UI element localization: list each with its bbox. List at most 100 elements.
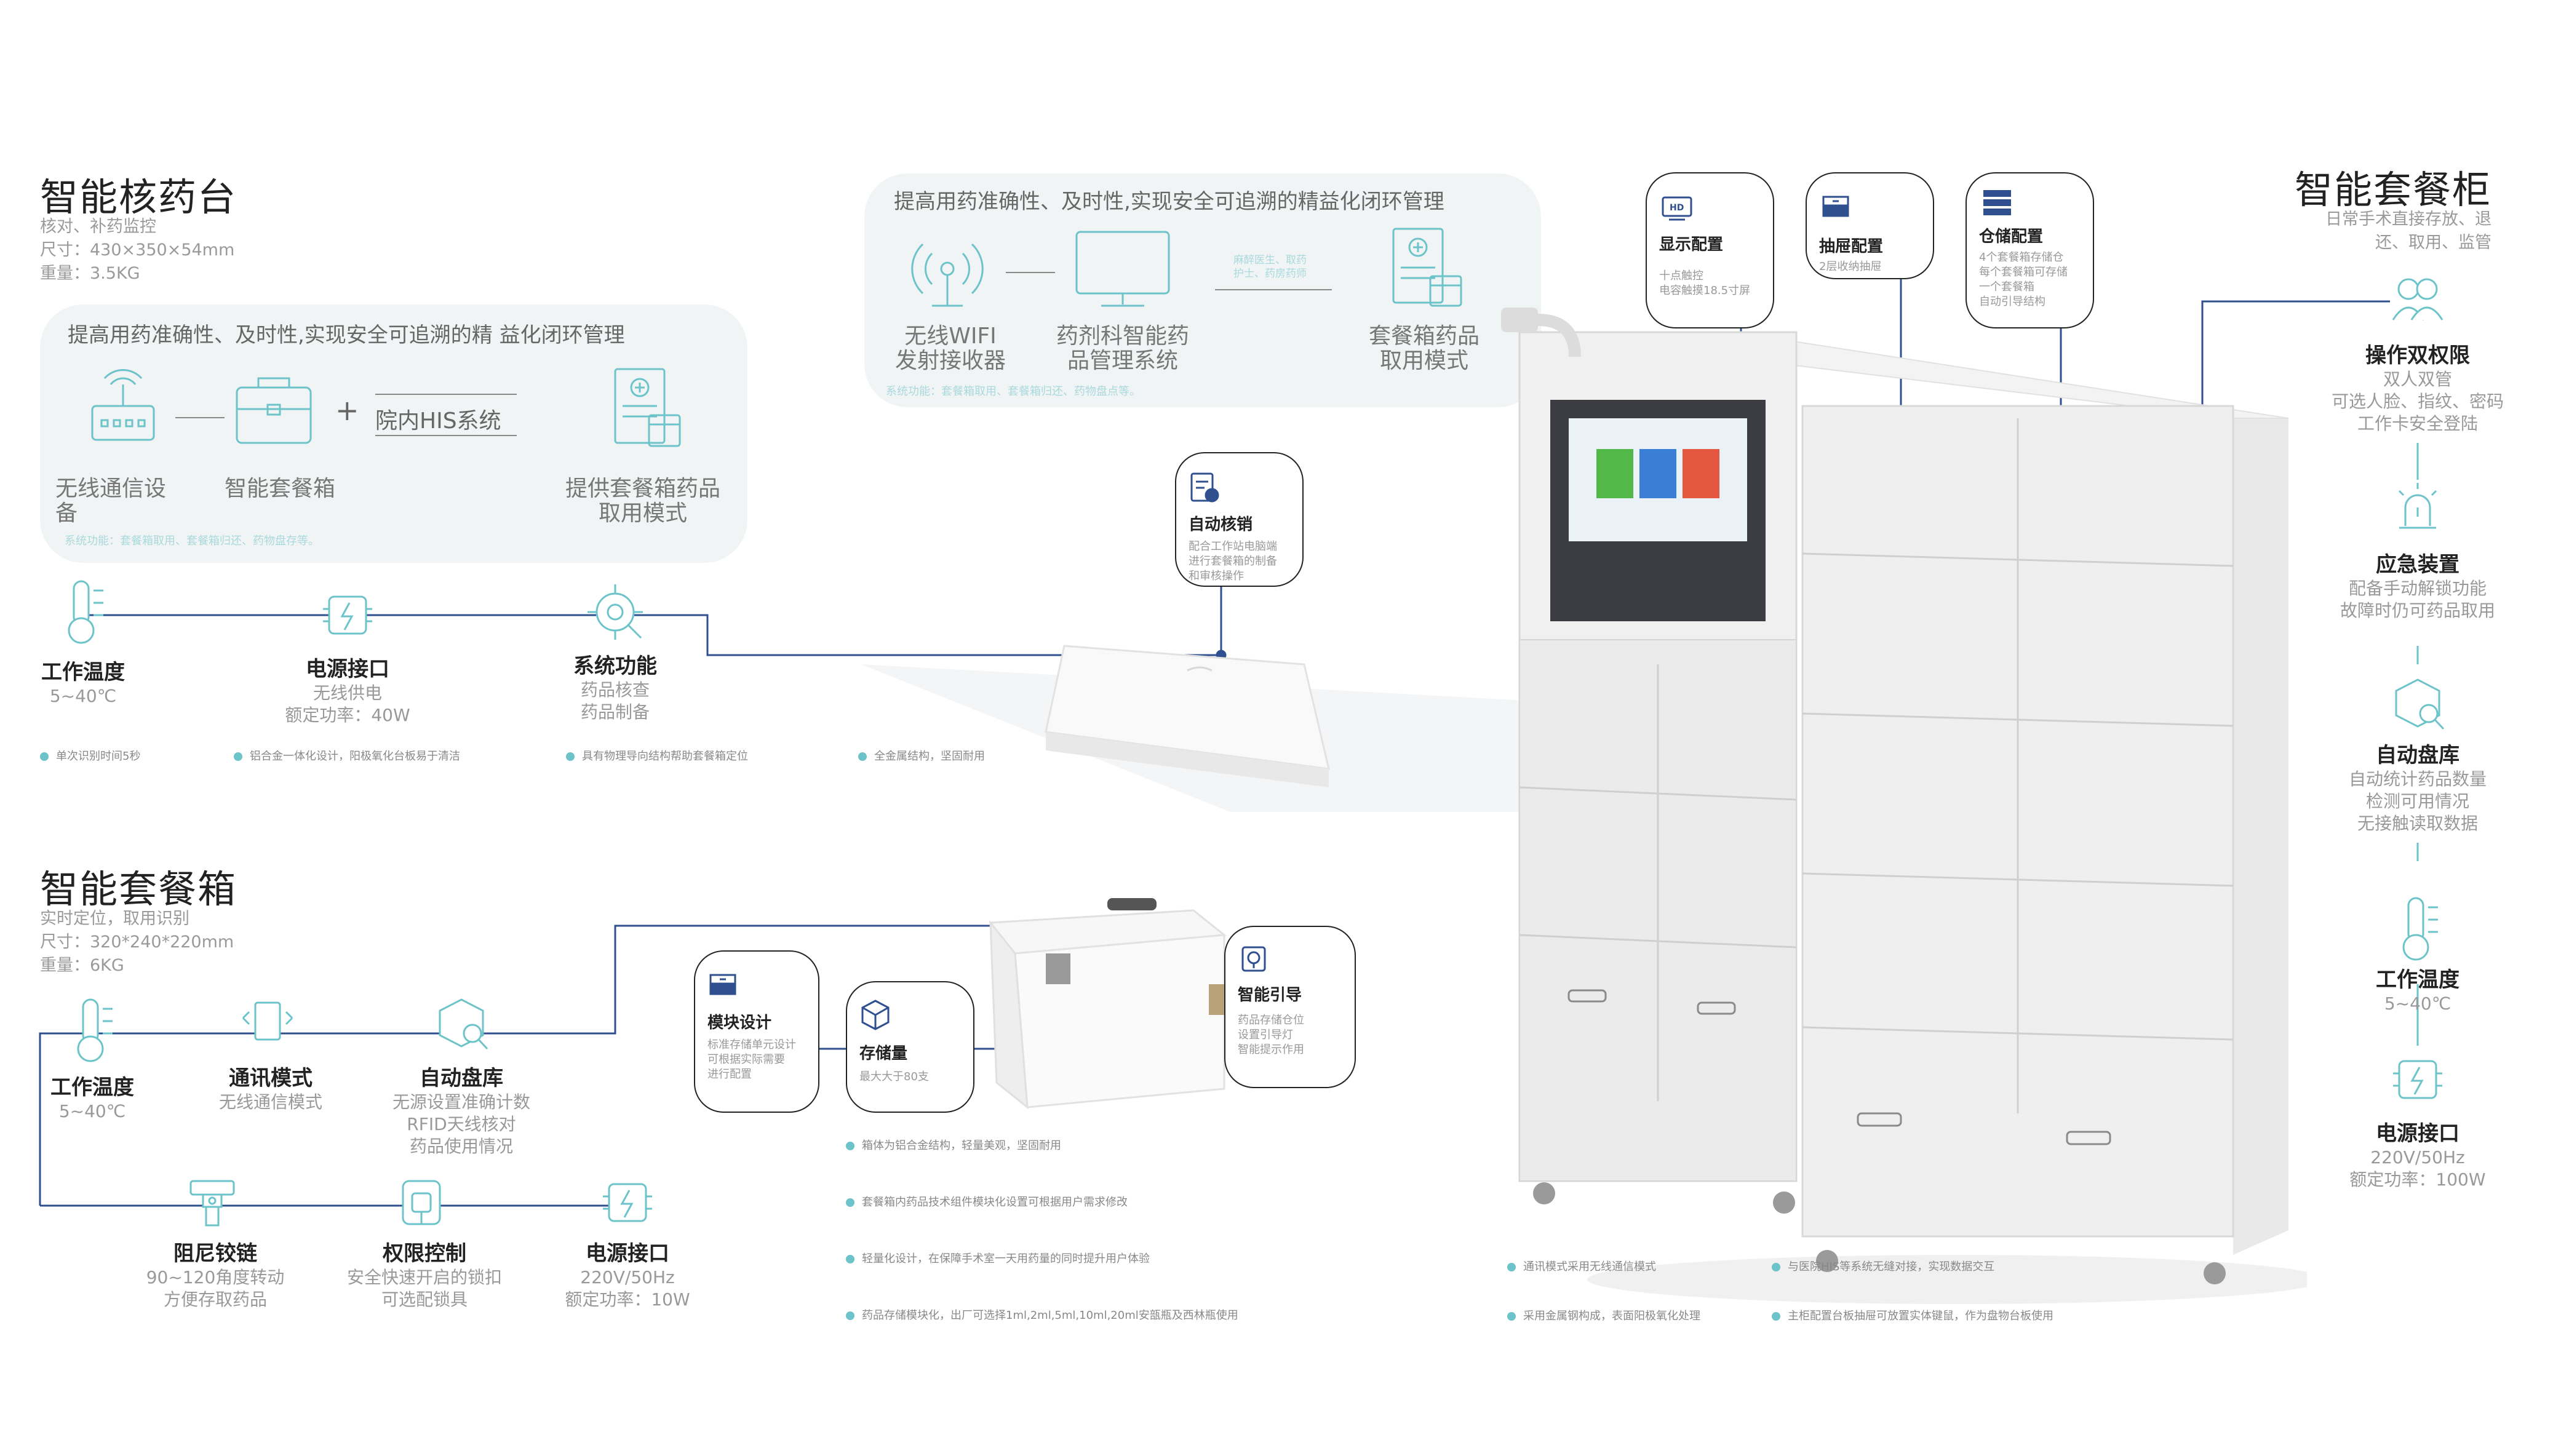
- cabinet-illustration: [1501, 308, 2307, 1304]
- prescription-box-icon: [1392, 228, 1462, 307]
- top-panel-title: 提高用药准确性、及时性,实现安全可追溯的精益化闭环管理: [894, 189, 1444, 214]
- top-item-system: 药剂科智能药 品管理系统: [1056, 324, 1189, 373]
- feature-desc: 无源设置准确计数 RFID天线核对 药品使用情况: [392, 1092, 530, 1156]
- callout-desc: 药品存储仓位 设置引导灯 智能提示作用: [1238, 1014, 1304, 1056]
- callout-name: 显示配置: [1659, 236, 1724, 254]
- cabinet-feature-power: 电源接口 220V/50Hz 额定功率：100W: [2313, 1116, 2522, 1191]
- callout-desc: 十点触控 电容触摸18.5寸屏: [1659, 269, 1751, 297]
- top-arrow-text: 麻醉医生、取药 护士、药房药师: [1233, 254, 1307, 280]
- server-rack-icon: [1983, 190, 2011, 215]
- cabinet-feature-inventory: 自动盘库 自动统计药品数量 检测可用情况 无接触读取数据: [2313, 738, 2522, 835]
- top-item-mode: 套餐箱药品 取用模式: [1368, 324, 1480, 373]
- cabinet-meta-1: 日常手术直接存放、退: [2325, 210, 2491, 229]
- prescription-icon: [614, 368, 681, 447]
- callout-name: 自动核销: [1189, 515, 1253, 534]
- feature-desc: 无线通信模式: [218, 1092, 322, 1112]
- box-meta: 实时定位，取用识别 尺寸：320*240*220mm 重量：6KG: [40, 907, 234, 977]
- feature-desc: 安全快速开启的锁扣 可选配锁具: [346, 1267, 502, 1310]
- top-arrow-1: [1006, 272, 1055, 273]
- cabinet-feature-temp: 工作温度 5~40℃: [2313, 963, 2522, 1015]
- box-feature-hinge: 阻尼铰链 90~120角度转动 方便存取药品: [123, 1236, 308, 1311]
- cabinet-meta: 日常手术直接存放、退 还、取用、监管: [2295, 208, 2491, 255]
- desk-callout-autoverify: 自动核销 配合工作站电脑端 进行套餐箱的制备 和审核操作: [1175, 452, 1304, 587]
- desk-arrow-1: [175, 417, 225, 418]
- feature-name: 自动盘库: [420, 1066, 503, 1091]
- box-note-3: 轻量化设计，在保障手术室一天用药量的同时提升用户体验: [846, 1250, 1150, 1266]
- clipboard-check-icon: [1190, 472, 1219, 503]
- box-feature-power: 电源接口 220V/50Hz 额定功率：10W: [548, 1236, 707, 1311]
- desk-panel-title: 提高用药准确性、及时性,实现安全可追溯的精 益化闭环管理: [68, 323, 625, 348]
- box-title: 智能套餐箱: [40, 867, 237, 912]
- cabinet-meta-2: 还、取用、监管: [2375, 233, 2491, 252]
- thermometer-icon: [77, 998, 113, 1062]
- feature-name: 自动盘库: [2376, 743, 2459, 768]
- monitor-icon: [1075, 231, 1170, 307]
- desk-title: 智能核药台: [40, 175, 237, 220]
- callout-name: 仓储配置: [1979, 228, 2044, 246]
- top-item-wifi: 无线WIFI 发射接收器: [894, 324, 1006, 373]
- callout-desc: 配合工作站电脑端 进行套餐箱的制备 和审核操作: [1189, 540, 1277, 583]
- desk-his-line-bottom: [375, 435, 517, 436]
- box-feature-temp: 工作温度 5~40℃: [25, 1070, 160, 1123]
- drawer-icon: [1822, 196, 1849, 217]
- check-desk-illustration: [861, 645, 1538, 812]
- feature-name: 电源接口: [2376, 1121, 2459, 1146]
- desk-workflow-panel: 提高用药准确性、及时性,实现安全可追溯的精 益化闭环管理 + 院内HIS系统 无…: [40, 304, 747, 563]
- cube-icon: [861, 1000, 890, 1030]
- callout-name: 存储量: [859, 1044, 908, 1063]
- desk-his-label: 院内HIS系统: [375, 408, 501, 434]
- box-feature-access: 权限控制 安全快速开启的锁扣 可选配锁具: [326, 1236, 523, 1311]
- desk-meta-size: 尺寸：430×350×54mm: [40, 241, 235, 260]
- cabinet-note-4: 主柜配置台板抽屉可放置实体键鼠，作为盘物台板使用: [1772, 1307, 2053, 1323]
- feature-name: 工作温度: [50, 1075, 134, 1100]
- box-meta-use: 实时定位，取用识别: [40, 909, 189, 928]
- feature-desc: 5~40℃: [49, 686, 117, 706]
- desk-his-line-top: [375, 394, 517, 395]
- box-callout-guide: 智能引导 药品存储仓位 设置引导灯 智能提示作用: [1224, 926, 1356, 1088]
- lock-icon: [402, 1180, 441, 1225]
- desk-feature-temp: 工作温度 5~40℃: [18, 655, 148, 707]
- feature-desc: 自动统计药品数量 检测可用情况 无接触读取数据: [2348, 769, 2487, 833]
- box-note-1: 箱体为铝合金结构，轻量美观，坚固耐用: [846, 1137, 1061, 1153]
- power-plug-icon: [603, 1183, 652, 1222]
- signal-chip-icon: [242, 1001, 293, 1041]
- feature-name: 电源接口: [586, 1241, 669, 1266]
- wifi-router-icon: [91, 369, 155, 441]
- feature-desc: 双人双管 可选人脸、指纹、密码 工作卡安全登陆: [2331, 369, 2504, 434]
- feature-name: 权限控制: [383, 1241, 466, 1266]
- gear-wrench-icon: [587, 584, 643, 640]
- box-feature-comm: 通讯模式 无线通信模式: [197, 1061, 345, 1113]
- feature-name: 操作双权限: [2365, 343, 2470, 368]
- users-icon: [2392, 278, 2443, 320]
- kit-box-illustration: [989, 898, 1227, 1110]
- top-panel-note: 系统功能：套餐箱取用、套餐箱归还、药物盘点等。: [886, 385, 1141, 398]
- feature-desc: 5~40℃: [2384, 993, 2451, 1014]
- desk-note-2: 铝合金一体化设计，阳极氧化台板易于清洁: [234, 747, 460, 763]
- cabinet-feature-auth: 操作双权限 双人双管 可选人脸、指纹、密码 工作卡安全登陆: [2313, 338, 2522, 435]
- box-scan-icon: [439, 998, 488, 1050]
- feature-name: 通讯模式: [229, 1066, 313, 1091]
- callout-desc: 标准存储单元设计 可根据实际需要 进行配置: [707, 1038, 796, 1081]
- feature-desc: 5~40℃: [58, 1101, 126, 1121]
- desk-note-3: 具有物理导向结构帮助套餐箱定位: [566, 747, 748, 763]
- callout-desc: 4个套餐箱存储仓 每个套餐箱可存储 一个套餐箱 自动引导结构: [1979, 251, 2068, 308]
- box-meta-size: 尺寸：320*240*220mm: [40, 933, 234, 952]
- feature-desc: 无线供电 额定功率：40W: [285, 683, 410, 725]
- box-callout-module: 模块设计 标准存储单元设计 可根据实际需要 进行配置: [694, 950, 819, 1113]
- power-plug-icon: [2393, 1060, 2442, 1099]
- feature-name: 应急装置: [2376, 552, 2459, 577]
- callout-desc: 最大大于80支: [859, 1070, 929, 1083]
- feature-name: 工作温度: [41, 660, 125, 685]
- thermometer-icon: [2402, 897, 2438, 961]
- cabinet-feature-emergency: 应急装置 配备手动解锁功能 故障时仍可药品取用: [2313, 547, 2522, 622]
- feature-name: 电源接口: [306, 657, 389, 682]
- desk-meta: 核对、补药监控 尺寸：430×350×54mm 重量：3.5KG: [40, 215, 234, 285]
- cabinet-title: 智能套餐柜: [2295, 167, 2492, 212]
- feature-desc: 药品核查 药品制备: [580, 680, 650, 722]
- svg-text:HD: HD: [1670, 203, 1684, 213]
- desk-feature-power: 电源接口 无线供电 额定功率：40W: [271, 652, 424, 726]
- kit-box-icon: [236, 377, 312, 444]
- system-workflow-panel: 提高用药准确性、及时性,实现安全可追溯的精益化闭环管理 麻醉医生、取药 护士、药…: [864, 173, 1541, 407]
- feature-desc: 220V/50Hz 额定功率：10W: [565, 1267, 690, 1310]
- wifi-transceiver-icon: [911, 243, 984, 307]
